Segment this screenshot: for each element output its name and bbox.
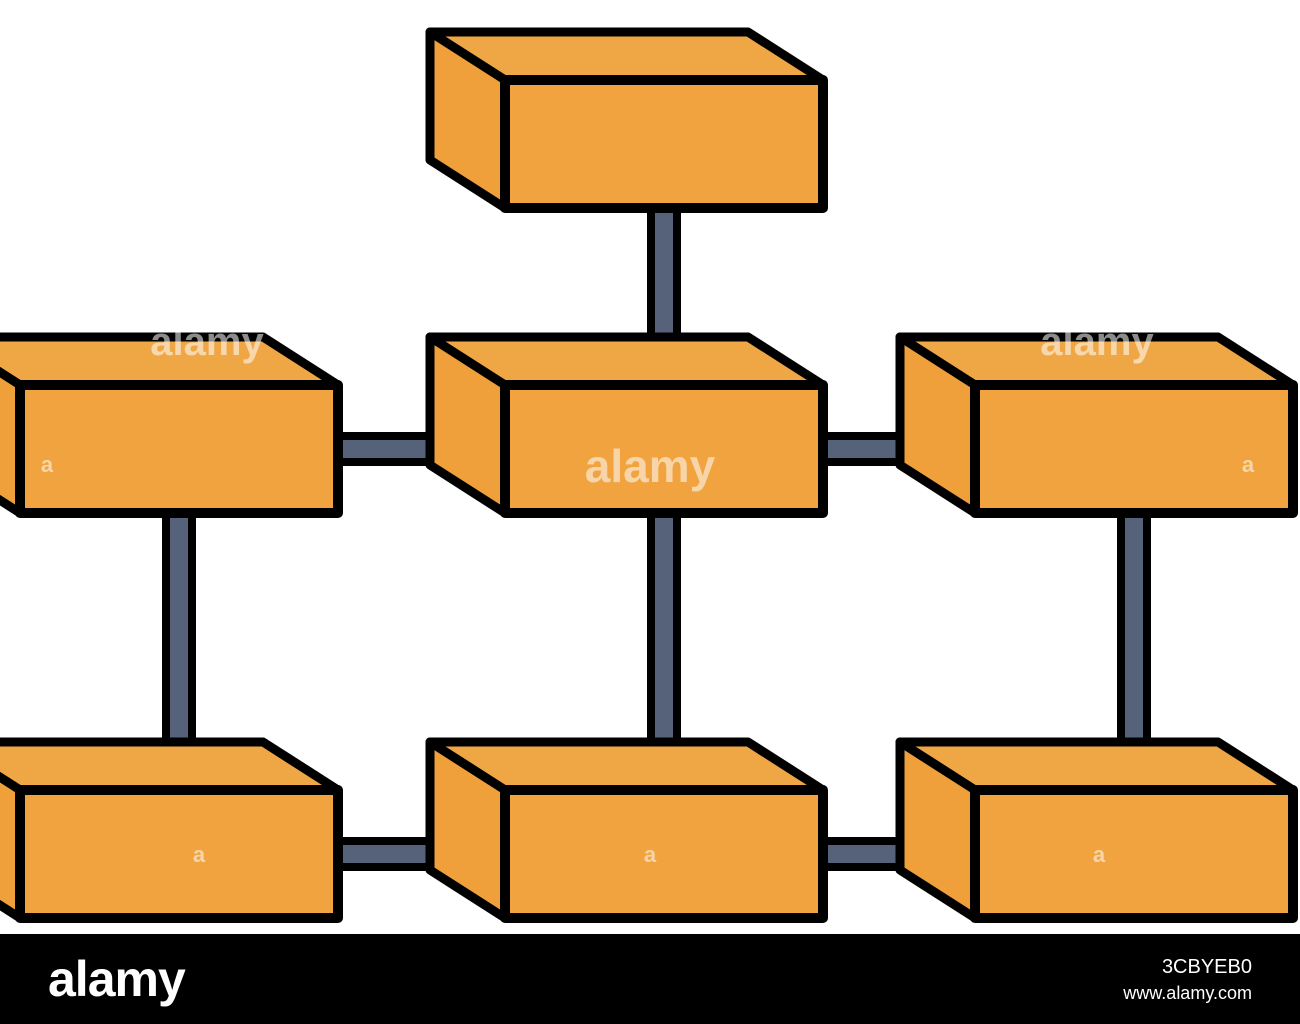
footer-info: 3CBYEB0 www.alamy.com xyxy=(1123,954,1252,1006)
box-mid-center xyxy=(425,332,828,518)
watermark-top-right: alamy xyxy=(1040,320,1154,364)
box-front-face xyxy=(500,75,828,213)
watermark-small-a: a xyxy=(1242,452,1255,477)
watermark-small-a: a xyxy=(41,452,54,477)
box-front-face xyxy=(970,785,1298,923)
box-front-face xyxy=(970,380,1298,518)
watermark-small-a: a xyxy=(1093,842,1106,867)
watermark-top-left: alamy xyxy=(150,320,264,364)
box-front-face xyxy=(500,380,828,518)
box-top xyxy=(425,27,828,213)
watermark-layer: alamy alamy alamy a a a a a xyxy=(41,320,1255,867)
footer-url: www.alamy.com xyxy=(1123,983,1252,1003)
image-id: 3CBYEB0 xyxy=(1161,956,1252,978)
block-network-diagram: alamy alamy alamy a a a a a xyxy=(0,27,1298,923)
footer-logo: alamy xyxy=(48,951,186,1007)
box-bottom-right xyxy=(895,737,1298,923)
box-front-face xyxy=(15,785,343,923)
box-front-face xyxy=(15,380,343,518)
box-bottom-left xyxy=(0,737,343,923)
box-front-face xyxy=(500,785,828,923)
footer-bar: alamy 3CBYEB0 www.alamy.com xyxy=(0,934,1300,1024)
box-mid-right xyxy=(895,332,1298,518)
box-top-face xyxy=(0,737,343,795)
box-bottom-center xyxy=(425,737,828,923)
watermark-center: alamy xyxy=(585,440,716,492)
box-mid-left xyxy=(0,332,343,518)
watermark-small-a: a xyxy=(193,842,206,867)
watermark-small-a: a xyxy=(644,842,657,867)
box-layer xyxy=(0,27,1298,923)
